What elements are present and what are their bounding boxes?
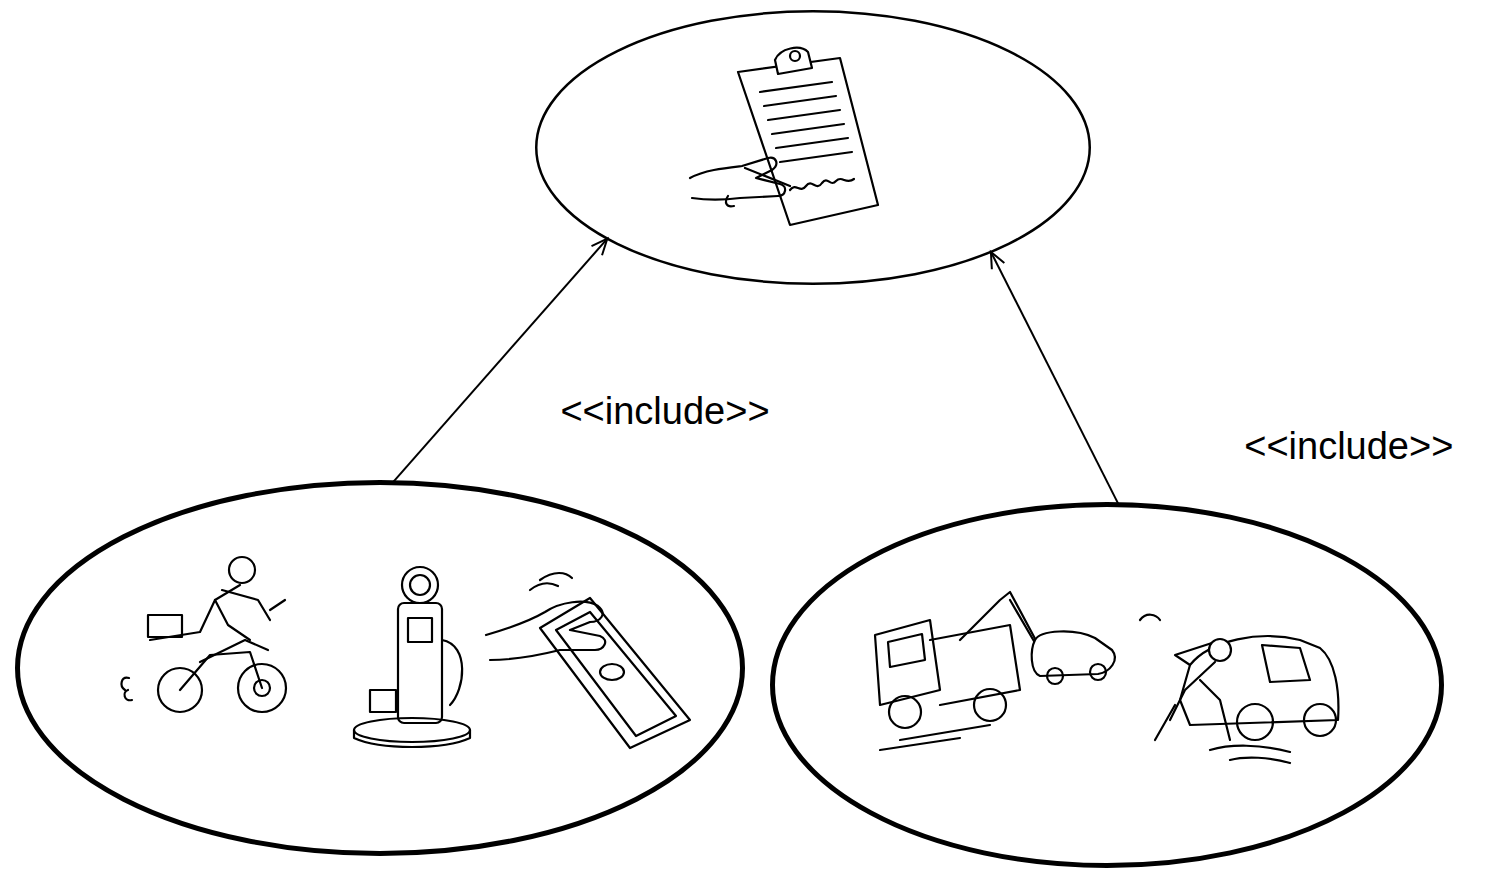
cash-hand-illustration <box>486 573 690 748</box>
ellipse-shape <box>536 11 1090 284</box>
document-illustration <box>690 48 878 225</box>
ellipse-outline <box>15 480 745 856</box>
stereotype-label: <<include>> <box>560 389 769 432</box>
connector-line <box>991 252 1119 505</box>
ellipse-outline <box>535 10 1091 285</box>
tow-truck-illustration <box>875 592 1160 750</box>
ellipse-shape <box>18 483 743 854</box>
fuel-pump-illustration <box>354 567 470 747</box>
ellipse-shape <box>773 505 1442 866</box>
ellipse-outline <box>770 502 1444 868</box>
arrow-head <box>991 252 1004 269</box>
motorbike-illustration <box>122 557 286 712</box>
connector-line <box>393 239 608 483</box>
include-connector <box>991 252 1119 505</box>
arrow-head <box>592 239 608 256</box>
use-case-ellipse <box>535 10 1091 285</box>
stereotype-label: <<include>> <box>1244 425 1453 468</box>
include-connector <box>393 239 608 483</box>
car-repair-illustration <box>1155 636 1338 763</box>
use-case-ellipse <box>770 502 1444 868</box>
use-case-ellipse <box>15 480 745 856</box>
